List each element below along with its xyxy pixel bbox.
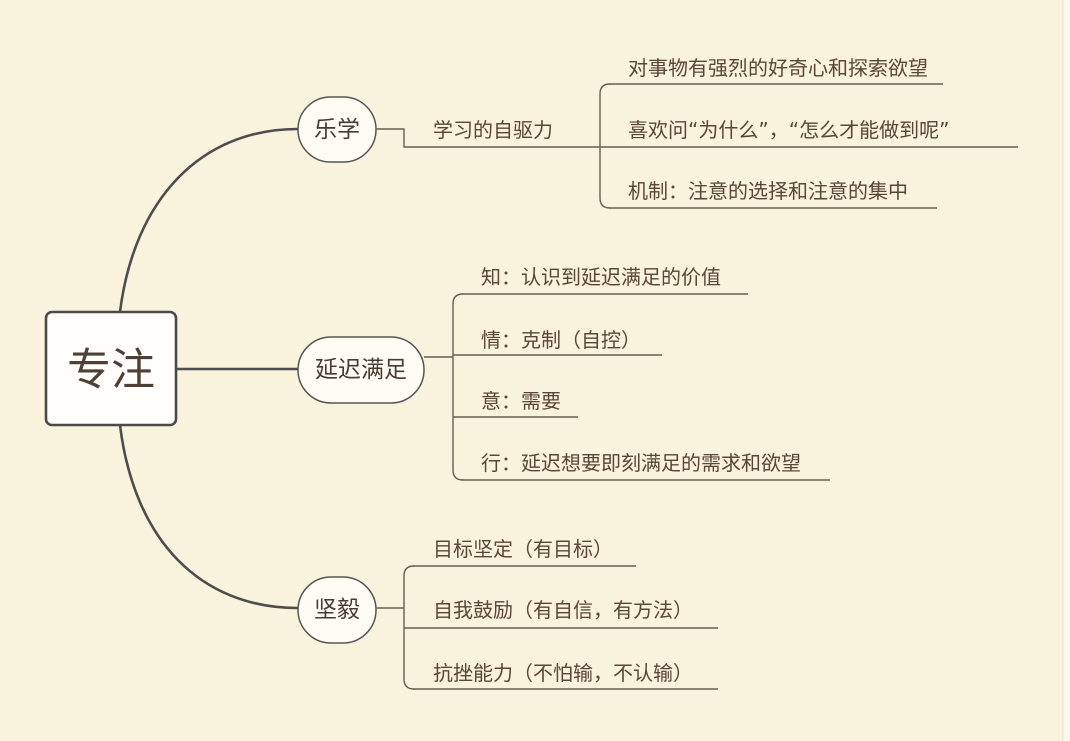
central-topic: 专注 bbox=[44, 310, 178, 427]
item-yi: 意：需要 bbox=[481, 389, 561, 413]
page-edge bbox=[1063, 0, 1070, 741]
topic-label-yanchi: 延迟满足 bbox=[315, 357, 407, 383]
item-xing: 行：延迟想要即刻满足的需求和欲望 bbox=[481, 451, 801, 475]
topic-label-jianyi: 坚毅 bbox=[314, 597, 360, 623]
item-resilience: 抗挫能力（不怕输，不认输） bbox=[433, 661, 693, 685]
central-topic-box bbox=[44, 310, 178, 427]
topic-node-yanchi bbox=[297, 336, 425, 404]
subtopic-connector-ziquli bbox=[376, 128, 600, 148]
item-ask-why: 喜欢问“为什么”，“怎么才能做到呢” bbox=[628, 118, 949, 142]
item-curiosity: 对事物有强烈的好奇心和探索欲望 bbox=[628, 56, 928, 80]
bracket-ziquli bbox=[599, 83, 611, 209]
branch-connector-jianyi bbox=[118, 423, 300, 610]
branch-yanchi: 延迟满足 知：认识到延迟满足的价值 情：克制（自控） 意：需要 行：延迟想要即刻… bbox=[297, 265, 830, 481]
item-zhi: 知：认识到延迟满足的价值 bbox=[481, 265, 721, 289]
topic-node-jianyi bbox=[297, 576, 377, 644]
branch-connector-lexue bbox=[118, 127, 300, 314]
branch-lexue: 乐学 学习的自驱力 对事物有强烈的好奇心和探索欲望 喜欢问“为什么”，“怎么才能… bbox=[297, 56, 1018, 209]
central-topic-label: 专注 bbox=[67, 345, 155, 396]
branch-jianyi: 坚毅 目标坚定（有目标） 自我鼓励（有自信，有方法） 抗挫能力（不怕输，不认输） bbox=[297, 537, 718, 690]
item-qing: 情：克制（自控） bbox=[481, 328, 641, 352]
subtopic-label-ziquli: 学习的自驱力 bbox=[433, 118, 553, 142]
item-encourage: 自我鼓励（有自信，有方法） bbox=[433, 598, 693, 622]
item-mechanism: 机制：注意的选择和注意的集中 bbox=[628, 179, 908, 203]
item-goal: 目标坚定（有目标） bbox=[433, 537, 613, 561]
bracket-yanchi bbox=[452, 293, 464, 481]
topic-label-lexue: 乐学 bbox=[314, 117, 360, 143]
